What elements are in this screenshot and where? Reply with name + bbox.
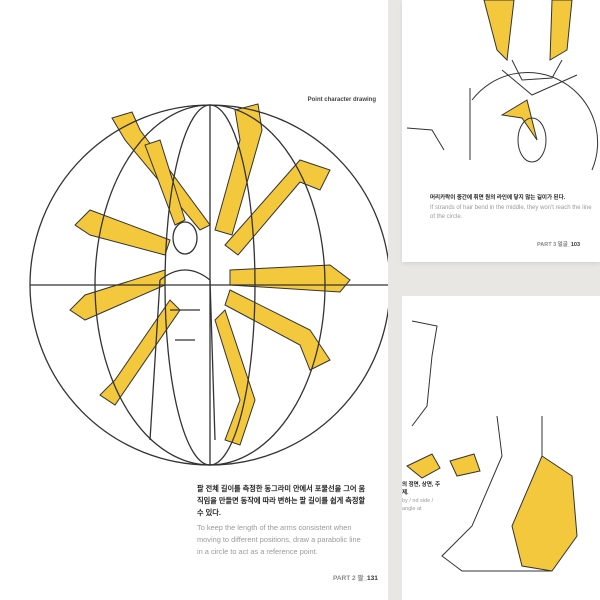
folio-number: 103 [570, 242, 581, 248]
folio-number: 131 [367, 575, 378, 582]
caption-fragment: 의 정면, 상면, 주제. by / nd side / angle at [402, 481, 442, 513]
caption-korean: 팔 전체 길이를 측정한 동그라미 안에서 포물선을 그어 움직임을 만들면 동… [197, 484, 366, 517]
caption-english: by / nd side / angle at [402, 498, 434, 512]
caption-english: To keep the length of the arms consisten… [197, 523, 361, 556]
book-page-arms: Point character drawing 팔 전체 길이를 측정한 동그라… [0, 0, 388, 600]
caption-korean: 의 정면, 상면, 주제. [402, 482, 441, 496]
arm-circle-illustration [29, 103, 388, 466]
folio-part: PART 3 얼굴_ [537, 242, 571, 248]
page-header: Point character drawing [307, 97, 376, 103]
book-page-hair: 머리카락이 중간에 휘면 원의 라인에 닿지 않는 길이가 된다. If str… [402, 0, 600, 262]
caption: 팔 전체 길이를 측정한 동그라미 안에서 포물선을 그어 움직임을 만들면 동… [197, 483, 367, 558]
caption-english: If strands of hair bend in the middle, t… [430, 205, 592, 220]
caption-korean: 머리카락이 중간에 휘면 원의 라인에 닿지 않는 길이가 된다. [430, 195, 566, 201]
hair-illustration [406, 0, 599, 171]
folio-part: PART 2 팔_ [333, 575, 368, 582]
book-page-feet: 의 정면, 상면, 주제. by / nd side / angle at [402, 296, 600, 600]
page-number: PART 3 얼굴_103 [537, 240, 580, 248]
caption: 머리카락이 중간에 휘면 원의 라인에 닿지 않는 길이가 된다. If str… [430, 193, 598, 222]
foot-illustration [406, 320, 578, 572]
page-number: PART 2 팔_131 [333, 572, 378, 582]
